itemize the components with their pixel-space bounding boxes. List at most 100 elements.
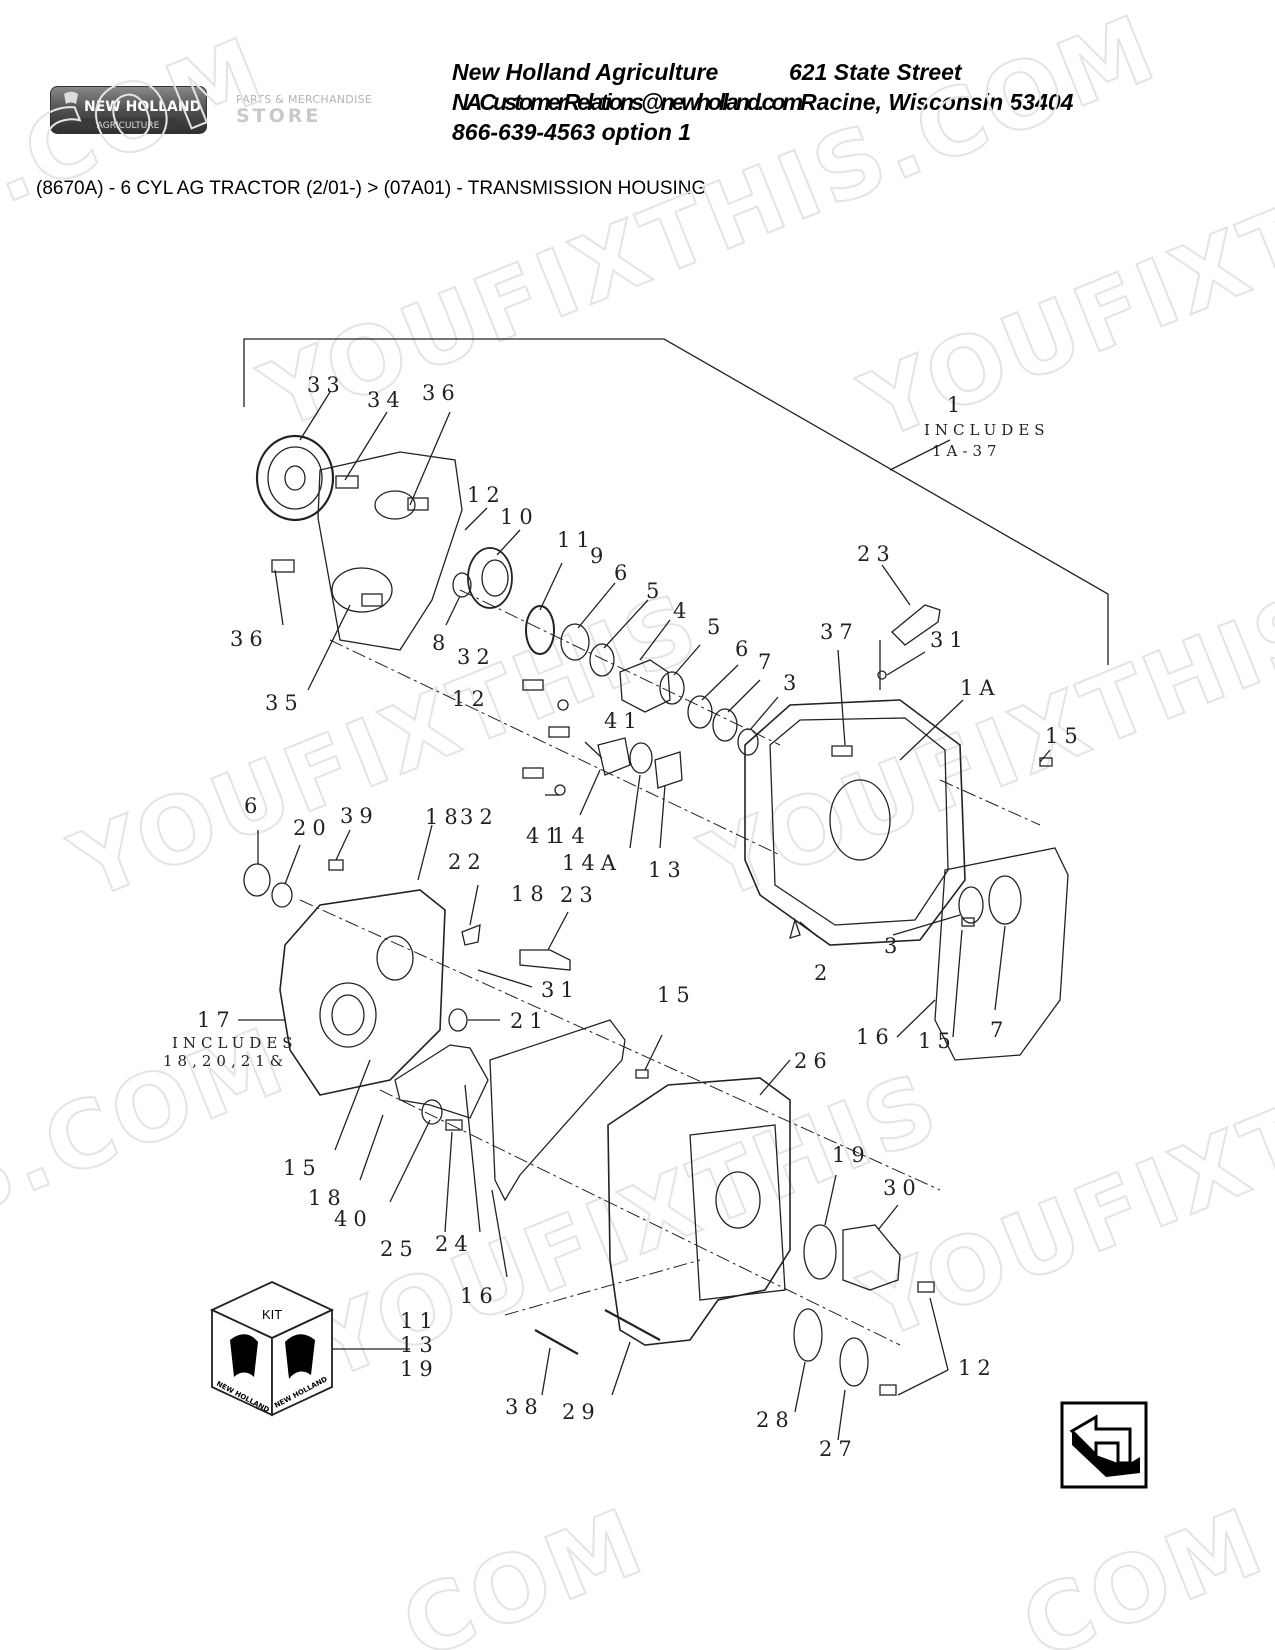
kit-box-icon[interactable]: KIT NEW HOLLAND NEW HOLLAND (209, 1281, 335, 1417)
svg-text:39: 39 (340, 804, 379, 828)
part-20-bushing[interactable] (271, 882, 293, 908)
new-holland-logo[interactable]: NEW HOLLAND AGRICULTURE (50, 86, 207, 134)
svg-text:3: 3 (783, 671, 802, 695)
svg-text:12: 12 (958, 1356, 997, 1380)
svg-text:28: 28 (756, 1408, 795, 1432)
part-11-seal[interactable] (525, 605, 555, 655)
svg-text:32: 32 (460, 805, 499, 829)
svg-text:18: 18 (511, 882, 550, 906)
svg-text:INCLUDES: INCLUDES (172, 1034, 298, 1052)
return-arrow-icon[interactable] (1060, 1401, 1148, 1489)
svg-text:13: 13 (648, 858, 687, 882)
part-7-seal[interactable] (988, 875, 1022, 925)
part-23-sensor-left[interactable] (519, 949, 571, 971)
svg-text:19: 19 (832, 1143, 871, 1167)
svg-text:12: 12 (467, 483, 506, 507)
part-27-seal[interactable] (839, 1337, 869, 1387)
svg-text:9: 9 (590, 544, 609, 568)
svg-text:36: 36 (230, 627, 269, 651)
part-23-sensor[interactable] (891, 604, 941, 646)
part-28-gasket[interactable] (793, 1308, 823, 1362)
svg-text:27: 27 (819, 1437, 858, 1461)
svg-text:29: 29 (562, 1400, 601, 1424)
svg-text:11: 11 (400, 1309, 439, 1333)
company-name: New Holland Agriculture (452, 59, 719, 85)
svg-text:8: 8 (432, 631, 451, 655)
svg-text:KIT: KIT (262, 1307, 282, 1322)
svg-text:5: 5 (646, 579, 665, 603)
part-35-cover-plate[interactable] (317, 451, 463, 651)
svg-text:31: 31 (930, 628, 969, 652)
svg-text:26: 26 (794, 1049, 833, 1073)
svg-text:AGRICULTURE: AGRICULTURE (97, 121, 160, 131)
svg-text:38: 38 (505, 1395, 544, 1419)
svg-text:10: 10 (500, 505, 539, 529)
svg-text:15: 15 (283, 1156, 322, 1180)
svg-text:15: 15 (1045, 724, 1084, 748)
breadcrumb: (8670A) - 6 CYL AG TRACTOR (2/01-) > (07… (36, 178, 707, 199)
svg-text:18,20,21&: 18,20,21& (163, 1052, 288, 1070)
svg-text:40: 40 (334, 1207, 373, 1231)
svg-text:32: 32 (457, 645, 496, 669)
part-19-gasket[interactable] (803, 1224, 837, 1280)
svg-text:INCLUDES: INCLUDES (924, 421, 1050, 439)
svg-text:23: 23 (560, 883, 599, 907)
svg-text:4: 4 (673, 599, 692, 623)
header-line1: New Holland Agriculture 621 State Street (452, 57, 962, 87)
svg-text:15: 15 (918, 1029, 957, 1053)
svg-text:41: 41 (604, 709, 643, 733)
svg-text:11: 11 (557, 528, 596, 552)
svg-text:41: 41 (526, 824, 565, 848)
part-36-bolt[interactable] (271, 559, 295, 573)
customer-email[interactable]: NACustomerRelations@newholland.com (452, 89, 803, 115)
svg-text:31: 31 (541, 978, 580, 1002)
part-10-flange[interactable] (467, 547, 513, 609)
svg-text:21: 21 (510, 1009, 549, 1033)
svg-text:25: 25 (380, 1237, 419, 1261)
svg-text:1A-37: 1A-37 (932, 442, 1002, 460)
part-30-hub[interactable] (842, 1224, 901, 1291)
phone-number: 866-639-4563 option 1 (452, 119, 692, 145)
svg-text:15: 15 (657, 983, 696, 1007)
svg-text:3: 3 (884, 934, 903, 958)
svg-text:23: 23 (857, 542, 896, 566)
svg-text:14: 14 (552, 824, 591, 848)
part-16-gasket-middle[interactable] (489, 1019, 626, 1202)
svg-text:37: 37 (820, 620, 859, 644)
svg-text:35: 35 (265, 691, 304, 715)
part-14a-oring[interactable] (629, 742, 653, 774)
svg-text:S.COM: S.COM (0, 17, 281, 251)
svg-text:2: 2 (814, 961, 833, 985)
svg-text:36: 36 (422, 381, 461, 405)
store-line1: PARTS & MERCHANDISE (236, 93, 373, 106)
svg-text:13: 13 (400, 1333, 439, 1357)
part-21-bushing[interactable] (448, 1008, 468, 1032)
part-24-pipe[interactable] (394, 1044, 489, 1119)
svg-text:30: 30 (883, 1176, 922, 1200)
assembly-1-note: 1 INCLUDES 1A-37 (924, 393, 1050, 460)
svg-text:COM: COM (388, 1488, 659, 1650)
part-4-pinion[interactable] (619, 659, 671, 713)
store-line2: STORE (236, 105, 322, 127)
svg-text:20: 20 (293, 816, 332, 840)
part-33-disc[interactable] (255, 434, 335, 522)
svg-text:NEW HOLLAND: NEW HOLLAND (84, 99, 201, 115)
svg-text:24: 24 (435, 1232, 474, 1256)
city-address: Racine, Wisconsin 53404 (800, 89, 1074, 115)
part-38-bolt[interactable] (534, 1329, 579, 1355)
svg-text:16: 16 (460, 1284, 499, 1308)
svg-text:6: 6 (735, 637, 754, 661)
svg-text:18: 18 (308, 1186, 347, 1210)
svg-text:14A: 14A (562, 851, 622, 875)
svg-text:7: 7 (990, 1018, 1009, 1042)
street-address: 621 State Street (789, 59, 962, 85)
svg-text:12: 12 (452, 687, 491, 711)
part-29-bolt[interactable] (604, 1309, 661, 1341)
svg-text:19: 19 (400, 1357, 439, 1381)
callout-labels: 33 34 36 12 10 11 9 6 5 4 5 6 7 3 37 23 … (197, 373, 1084, 1461)
part-3-seal[interactable] (958, 886, 984, 924)
part-16-gasket-right[interactable] (934, 847, 1069, 1061)
part-6-bearing[interactable] (243, 863, 271, 897)
svg-text:22: 22 (448, 850, 487, 874)
